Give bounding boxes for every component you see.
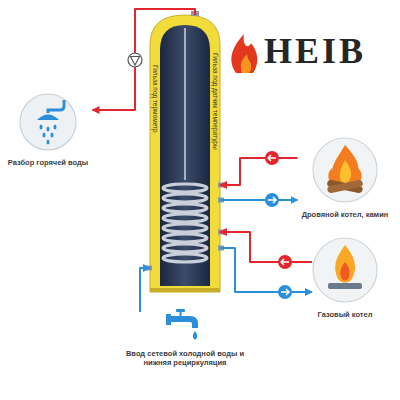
pump-symbol bbox=[278, 255, 292, 269]
pump-triangle bbox=[131, 57, 140, 66]
gas-flame-inner bbox=[340, 262, 349, 281]
flow-symbol bbox=[265, 193, 279, 207]
pump-symbol bbox=[128, 53, 142, 67]
logo-flame-inner bbox=[241, 54, 251, 73]
drop bbox=[47, 140, 50, 145]
tank-inner bbox=[160, 25, 210, 286]
sleeve-label: Гильза под термометр bbox=[150, 65, 160, 133]
flow-symbol bbox=[278, 285, 292, 299]
fire-flame-inner bbox=[340, 160, 351, 183]
anode-rod bbox=[184, 28, 186, 180]
drop bbox=[54, 125, 57, 130]
brand-logo: HEIB bbox=[264, 33, 366, 69]
cold-pipe bbox=[220, 199, 298, 201]
sleeve-label: Гильза под датчик температуры bbox=[210, 53, 220, 150]
gas-flame bbox=[335, 245, 355, 283]
hot-pipe bbox=[93, 9, 196, 110]
node-caption: Газовый котел bbox=[312, 310, 378, 319]
coil-turn bbox=[163, 194, 207, 202]
heat-coil bbox=[163, 184, 207, 262]
shower-head bbox=[37, 115, 59, 121]
icon-circle bbox=[313, 138, 377, 202]
shower-arm bbox=[48, 100, 64, 113]
log bbox=[327, 179, 364, 193]
node-caption: Разбор горячей воды bbox=[4, 158, 93, 167]
flow-arrow bbox=[268, 155, 276, 161]
cold-pipe bbox=[220, 248, 312, 292]
water-drop bbox=[193, 331, 198, 340]
coil-turn bbox=[163, 214, 207, 222]
coil-turn bbox=[163, 184, 207, 192]
coil-turn bbox=[163, 224, 207, 232]
icon-node: Дровяной котел, камин bbox=[298, 138, 393, 221]
drop bbox=[47, 127, 50, 132]
drop bbox=[40, 125, 43, 130]
tank-base bbox=[150, 288, 220, 292]
log bbox=[327, 179, 364, 193]
tank-jacket bbox=[150, 15, 220, 292]
icon-node: Разбор горячей воды bbox=[4, 94, 93, 169]
flow-arrow bbox=[268, 197, 276, 203]
coil-turn bbox=[163, 254, 207, 262]
icon-node: Ввод сетевой холодной воды и нижняя реци… bbox=[122, 312, 248, 370]
pump-symbol bbox=[265, 151, 279, 165]
node-caption: Дровяной котел, камин bbox=[298, 210, 393, 219]
drop bbox=[43, 133, 46, 138]
flow-arrow bbox=[281, 259, 289, 265]
water-drops bbox=[40, 125, 57, 145]
flow-arrow bbox=[281, 289, 289, 295]
node-caption: Ввод сетевой холодной воды и нижняя реци… bbox=[122, 349, 248, 368]
coil-turn bbox=[163, 204, 207, 212]
icon-circle bbox=[313, 238, 377, 302]
pipe-stubs bbox=[146, 11, 224, 271]
coil-turn bbox=[163, 244, 207, 252]
icon-node: Газовый котел bbox=[312, 238, 378, 321]
icon-circle bbox=[20, 94, 76, 150]
gas-burner bbox=[328, 283, 362, 289]
coil-turn bbox=[163, 234, 207, 242]
cold-pipe bbox=[140, 268, 150, 312]
faucet-stem bbox=[180, 311, 182, 316]
hot-pipe bbox=[220, 158, 298, 185]
faucet-body bbox=[170, 316, 198, 328]
logo-flame bbox=[231, 34, 257, 73]
tank-node: Гильза под термометр Гильза под датчик те… bbox=[150, 15, 220, 292]
drop bbox=[51, 133, 54, 138]
fire-flame bbox=[332, 145, 358, 185]
